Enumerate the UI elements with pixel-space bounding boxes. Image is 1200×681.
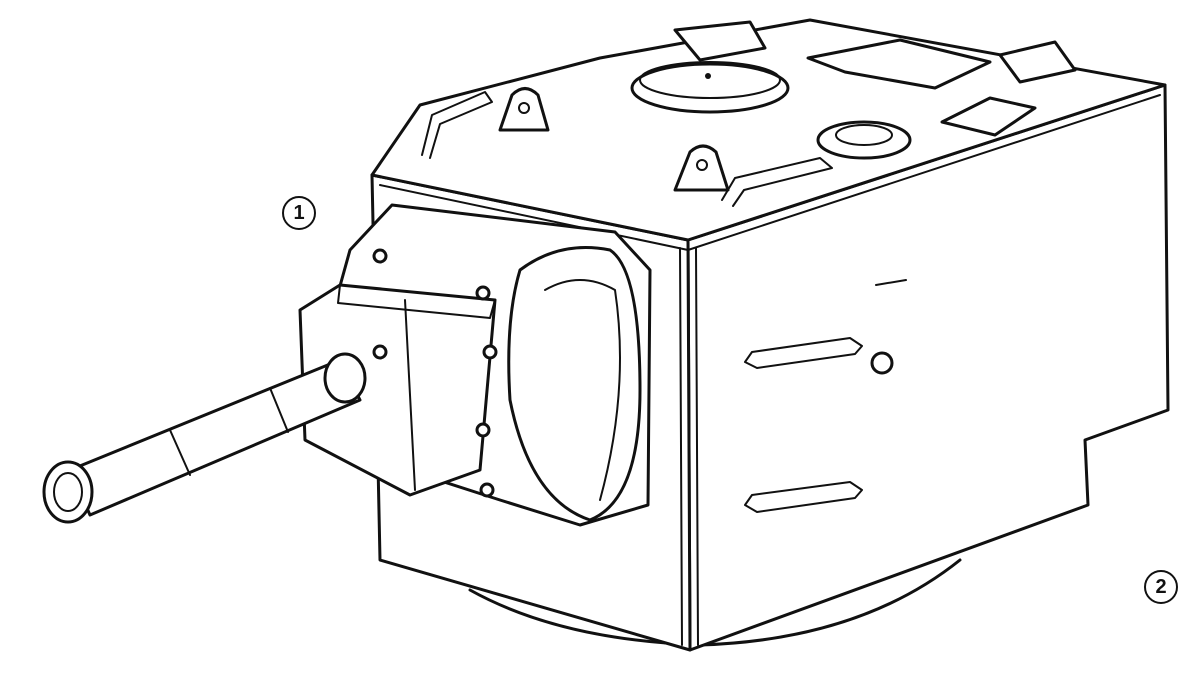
roof-vent-plate xyxy=(806,38,992,90)
side-pistol-port xyxy=(870,351,894,375)
lifting-eye-left xyxy=(498,87,550,132)
roof-bracket xyxy=(940,96,1037,137)
callout-label-2: 2 xyxy=(1155,575,1167,598)
corner-weld-seam xyxy=(679,247,699,646)
roof-edge-weld xyxy=(379,94,1161,251)
shield-weld xyxy=(404,299,416,491)
side-handle-lower xyxy=(744,481,863,513)
periscope-port xyxy=(816,120,912,160)
roof-block-right xyxy=(998,40,1077,84)
muzzle xyxy=(42,460,94,524)
callout-label-1: 1 xyxy=(293,201,305,224)
roof-handle-front xyxy=(721,157,833,207)
lifting-eye-front xyxy=(673,144,730,192)
roof-block-front xyxy=(673,20,767,62)
callout-marker-2: 2 xyxy=(1144,570,1178,604)
side-handle-upper xyxy=(744,337,863,369)
roof-handle-left xyxy=(421,91,493,159)
barrel-collar xyxy=(323,352,367,404)
side-vision-slot xyxy=(875,279,907,286)
callout-marker-1: 1 xyxy=(282,196,316,230)
commander-hatch xyxy=(630,62,790,114)
muzzle-bore xyxy=(53,472,83,512)
mantlet-arc xyxy=(507,246,642,522)
turret-roof xyxy=(370,18,1167,242)
